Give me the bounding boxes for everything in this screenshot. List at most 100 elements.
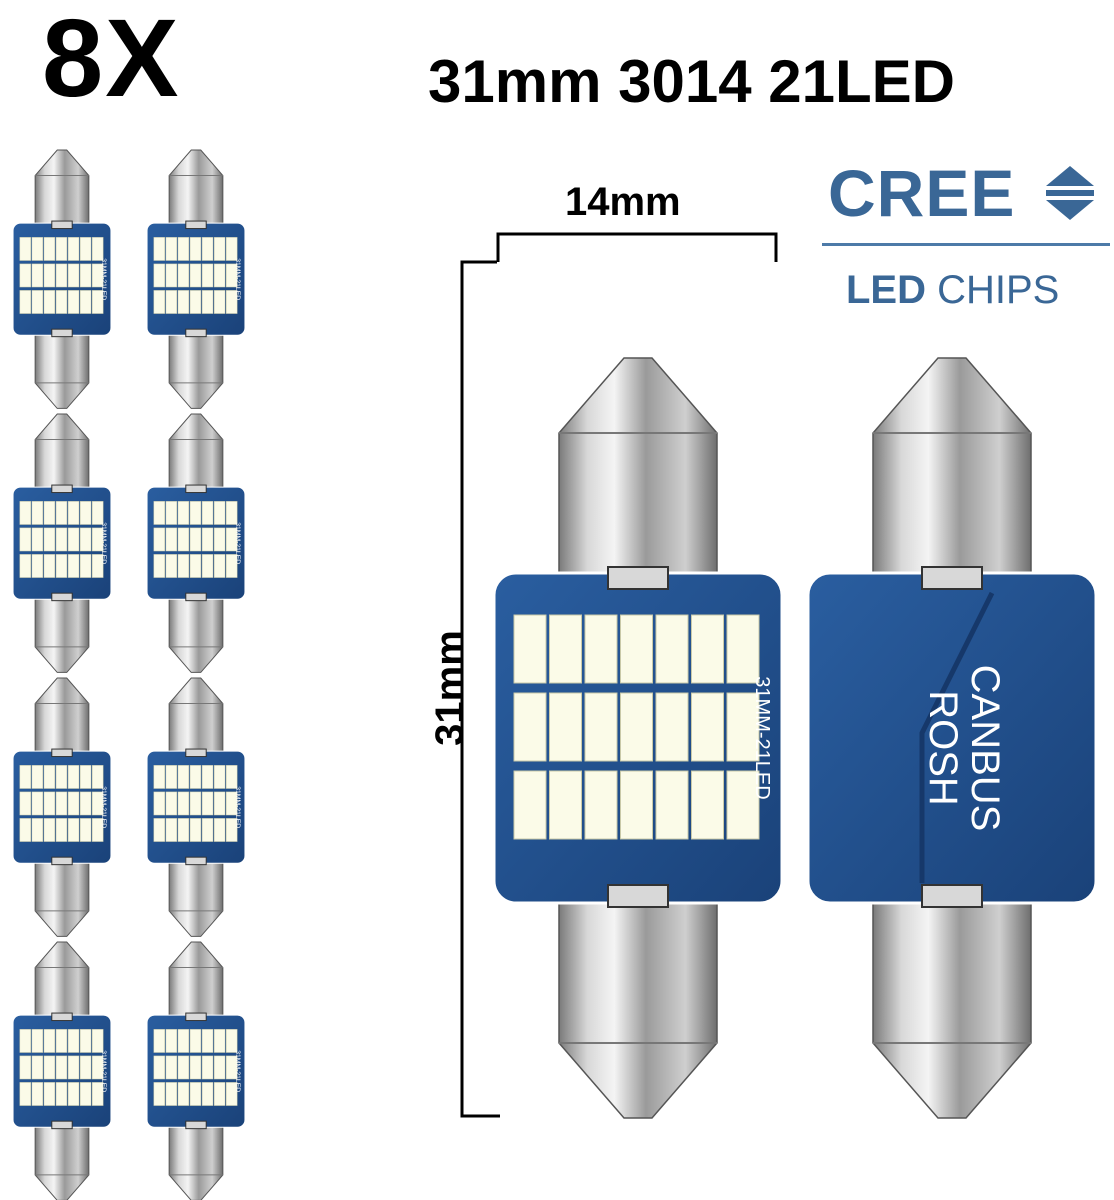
thumbnail-bulb-art: 31MM-21LED — [146, 941, 246, 1200]
led-chip — [92, 290, 104, 314]
led-chip — [19, 1055, 31, 1080]
led-chip — [19, 501, 31, 525]
led-chip — [31, 1082, 44, 1106]
led-chip — [584, 770, 618, 840]
led-chip — [153, 818, 165, 842]
led-chip — [165, 1029, 178, 1053]
led-chip — [43, 791, 56, 816]
led-chip — [177, 818, 190, 842]
led-chip — [549, 614, 582, 684]
led-chip — [189, 1029, 202, 1053]
led-chip — [79, 1082, 92, 1106]
led-chip — [79, 527, 92, 552]
led-chip — [226, 818, 238, 842]
led-chip — [177, 501, 190, 525]
thumbnail-bulb: 31MM-21LED — [146, 677, 246, 937]
led-chip — [43, 765, 56, 789]
led-chip — [226, 237, 238, 261]
led-chip — [189, 1055, 202, 1080]
led-chip — [92, 791, 104, 816]
board-label: 31MM-21LED — [234, 258, 241, 300]
led-chip — [226, 1082, 238, 1106]
led-chip — [19, 1029, 31, 1053]
led-chip — [165, 501, 178, 525]
board-label: 31MM-21LED — [234, 786, 241, 828]
led-chip — [43, 527, 56, 552]
led-chip — [726, 614, 760, 684]
led-chip — [213, 527, 226, 552]
thumbnail-bulb: 31MM-21LED — [146, 413, 246, 673]
led-chip — [549, 692, 582, 762]
led-chip — [213, 1055, 226, 1080]
led-chip — [92, 1055, 104, 1080]
led-chip — [31, 527, 44, 552]
led-chip — [201, 791, 214, 816]
led-chip — [177, 765, 190, 789]
led-chip — [189, 501, 202, 525]
led-chip — [153, 501, 165, 525]
led-chip — [43, 554, 56, 578]
thumbnail-bulb-art: 31MM-21LED — [12, 677, 112, 937]
led-chip — [189, 527, 202, 552]
led-chip — [31, 501, 44, 525]
led-chip — [153, 1029, 165, 1053]
led-chip — [92, 765, 104, 789]
led-chip — [513, 770, 547, 840]
led-chip — [153, 791, 165, 816]
led-chip — [165, 1082, 178, 1106]
led-chip — [177, 263, 190, 288]
led-chip — [55, 290, 68, 314]
led-chip — [92, 818, 104, 842]
led-chip — [31, 1055, 44, 1080]
led-chips-label: LED CHIPS — [846, 268, 1060, 312]
led-chip — [92, 237, 104, 261]
led-chip — [177, 237, 190, 261]
led-chip — [79, 765, 92, 789]
led-chip — [19, 527, 31, 552]
led-chip — [55, 237, 68, 261]
led-chip — [92, 263, 104, 288]
width-dimension-line — [496, 232, 778, 262]
led-chip — [153, 554, 165, 578]
led-chip — [177, 1082, 190, 1106]
led-chip — [43, 1029, 56, 1053]
led-chip — [549, 770, 582, 840]
canbus-text: ROSH — [921, 690, 965, 806]
led-chip — [55, 818, 68, 842]
led-chip — [79, 290, 92, 314]
led-chip — [189, 791, 202, 816]
led-chip — [213, 818, 226, 842]
thumbnail-bulb: 31MM-21LED — [12, 413, 112, 673]
bulb-front-large: 31MM-21LED — [492, 357, 784, 1119]
led-chip — [226, 765, 238, 789]
led-chip — [201, 237, 214, 261]
led-chip — [31, 765, 44, 789]
led-chip — [43, 818, 56, 842]
led-chip — [189, 1082, 202, 1106]
height-label: 31mm — [428, 630, 472, 746]
led-chip — [620, 614, 653, 684]
led-chip — [19, 290, 31, 314]
led-chip — [655, 692, 689, 762]
led-chip — [226, 263, 238, 288]
led-chip — [67, 791, 80, 816]
thumbnail-bulb-art: 31MM-21LED — [146, 677, 246, 937]
led-chip — [201, 263, 214, 288]
led-chip — [67, 818, 80, 842]
led-chip — [19, 554, 31, 578]
led-chip — [67, 501, 80, 525]
led-chip — [55, 1082, 68, 1106]
led-chip — [153, 1055, 165, 1080]
led-chip — [620, 770, 653, 840]
cree-divider — [822, 243, 1110, 246]
led-chip — [213, 290, 226, 314]
thumbnail-bulb-art: 31MM-21LED — [146, 149, 246, 409]
led-chip — [189, 237, 202, 261]
led-chip — [165, 1055, 178, 1080]
led-chip — [165, 237, 178, 261]
led-chip — [226, 554, 238, 578]
led-chip — [189, 818, 202, 842]
